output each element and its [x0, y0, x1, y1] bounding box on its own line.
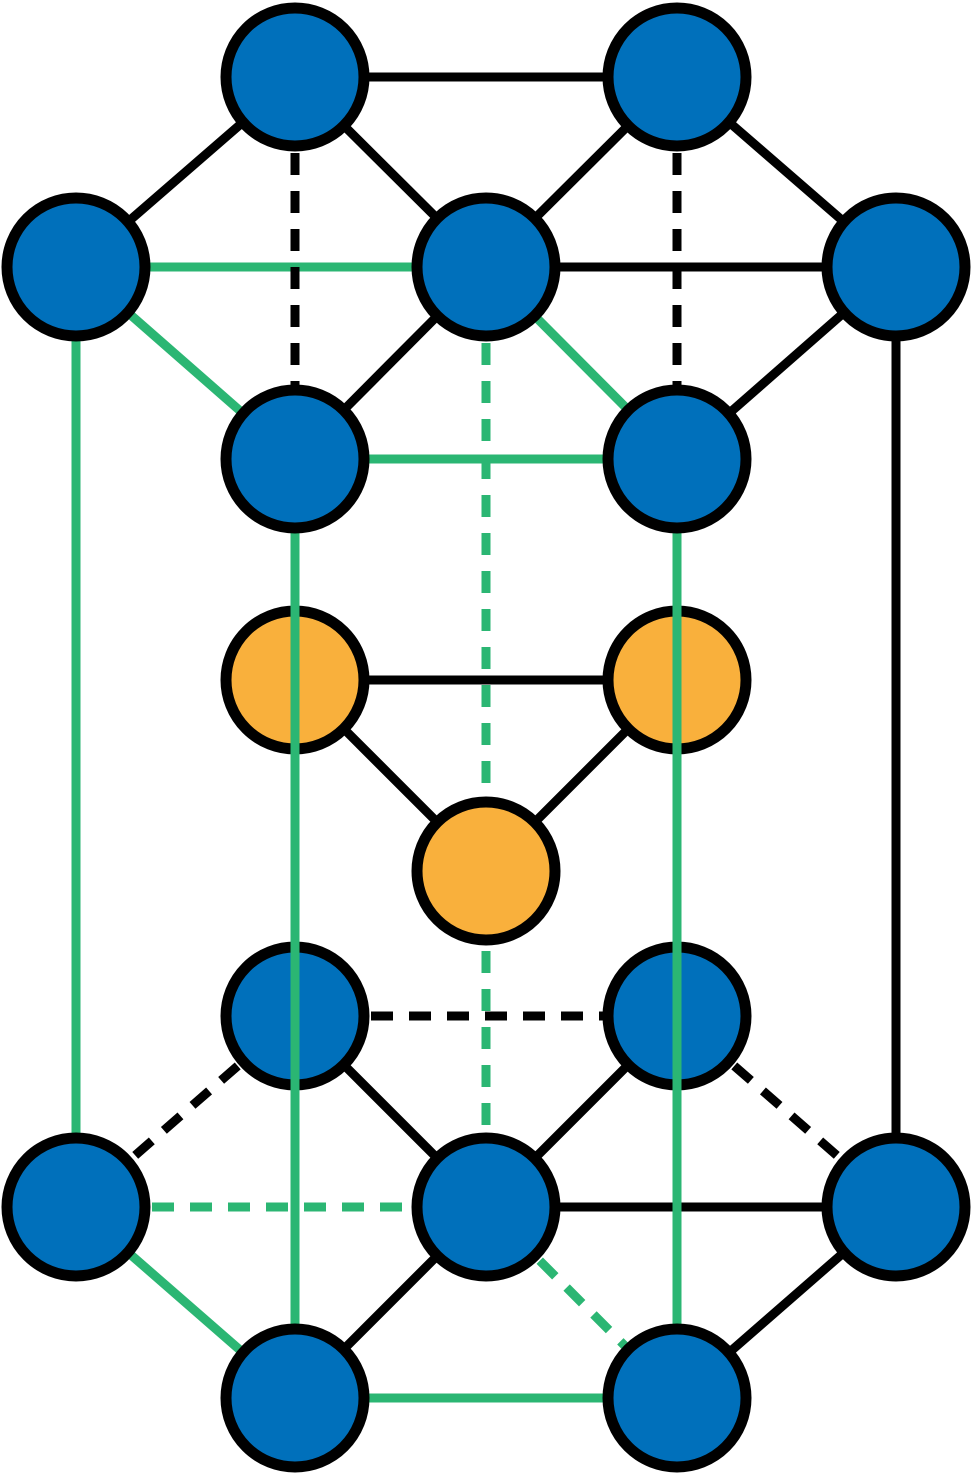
lattice-atom-C [1, 192, 151, 342]
lattice-atom-P [220, 1323, 370, 1473]
lattice-atom-D [411, 192, 561, 342]
lattice-atom-G [602, 384, 752, 534]
lattice-atom-Q [602, 1323, 752, 1473]
lattice-atom-B [602, 2, 752, 152]
interstitial-atom-J [411, 796, 561, 946]
lattice-atom-F [220, 384, 370, 534]
lattice-atom-O [821, 1132, 971, 1282]
lattice-atom-E [821, 192, 971, 342]
lattice-atom-M [1, 1132, 151, 1282]
vertical-bonds-layer [290, 459, 682, 1398]
lattice-atom-N [411, 1132, 561, 1282]
lattice-atom-A [220, 2, 370, 152]
